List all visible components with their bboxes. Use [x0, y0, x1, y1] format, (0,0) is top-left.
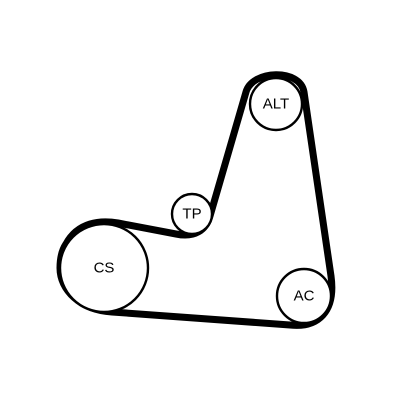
crankshaft-label: CS: [94, 260, 115, 277]
alternator-label: ALT: [263, 96, 289, 113]
tensioner-pulley: TP: [170, 192, 214, 236]
alternator-pulley: ALT: [248, 76, 304, 132]
tensioner-label: TP: [182, 206, 201, 223]
ac-compressor-pulley: AC: [275, 267, 333, 325]
ac-compressor-label: AC: [294, 288, 315, 305]
crankshaft-pulley: CS: [58, 222, 150, 314]
